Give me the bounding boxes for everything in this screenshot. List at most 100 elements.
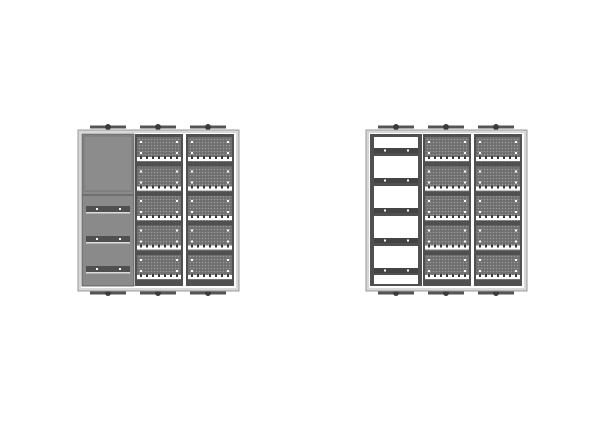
module-screw	[428, 229, 430, 232]
terminal	[140, 215, 142, 218]
terminal	[152, 185, 154, 189]
terminal	[170, 215, 172, 218]
terminal	[452, 156, 454, 159]
terminal	[170, 185, 172, 189]
rail-screw	[119, 208, 121, 210]
module-screw	[515, 141, 517, 143]
terminal	[191, 244, 193, 248]
terminal	[434, 215, 436, 218]
terminal	[428, 274, 430, 277]
terminal	[491, 156, 493, 159]
terminal	[458, 156, 460, 159]
terminal	[197, 185, 199, 189]
terminal	[170, 156, 172, 159]
module-screw	[428, 240, 430, 243]
module-screw	[176, 259, 178, 261]
terminal	[176, 156, 178, 159]
terminal	[140, 156, 142, 159]
module-screw	[479, 259, 481, 261]
rail-screw	[119, 268, 121, 270]
terminal	[452, 244, 454, 248]
module-screw	[428, 211, 430, 213]
module-screw	[176, 200, 178, 202]
rail-screw	[407, 269, 409, 272]
module-screw	[227, 152, 229, 154]
module-screw	[464, 152, 466, 154]
terminal	[509, 185, 511, 189]
module-screw	[227, 259, 229, 261]
terminal	[176, 215, 178, 218]
terminal	[146, 274, 148, 277]
terminal	[152, 215, 154, 218]
terminal	[491, 215, 493, 218]
module-screw	[428, 270, 430, 272]
terminal	[446, 185, 448, 189]
terminal	[515, 156, 517, 159]
rail-screw	[384, 239, 386, 242]
terminal	[209, 215, 211, 218]
terminal	[227, 185, 229, 189]
module-screw	[479, 170, 481, 173]
terminal	[434, 244, 436, 248]
terminal	[158, 215, 160, 218]
terminal	[221, 156, 223, 159]
module-screw	[428, 141, 430, 143]
terminal	[446, 215, 448, 218]
cable-entry-knob-top	[105, 124, 111, 130]
terminal	[452, 215, 454, 218]
terminal	[140, 274, 142, 277]
module-screw	[191, 200, 193, 202]
din-rail	[374, 268, 418, 273]
terminal	[191, 185, 193, 189]
terminal	[497, 244, 499, 248]
rail-screw	[96, 268, 98, 270]
terminal	[428, 244, 430, 248]
module-screw	[515, 229, 517, 232]
module-screw	[464, 200, 466, 202]
module-screw	[140, 259, 142, 261]
module-screw	[140, 200, 142, 202]
module-screw	[140, 170, 142, 173]
terminal	[515, 215, 517, 218]
module-screw	[464, 170, 466, 173]
cable-entry-knob-top	[493, 124, 499, 130]
terminal	[515, 274, 517, 277]
module-screw	[515, 170, 517, 173]
rail-screw	[96, 238, 98, 240]
terminal	[215, 156, 217, 159]
module-screw	[227, 181, 229, 184]
module-screw	[479, 152, 481, 154]
terminal	[509, 215, 511, 218]
terminal	[158, 156, 160, 159]
din-rail-edge	[86, 272, 130, 274]
terminal	[509, 274, 511, 277]
rail-screw	[407, 179, 409, 182]
module-screw	[191, 170, 193, 173]
terminal	[479, 185, 481, 189]
module-screw	[479, 270, 481, 272]
terminal	[509, 156, 511, 159]
terminal	[197, 274, 199, 277]
terminal	[434, 185, 436, 189]
mounting-slot	[374, 246, 418, 268]
terminal	[203, 215, 205, 218]
terminal	[227, 244, 229, 248]
terminal	[479, 215, 481, 218]
module-screw	[176, 152, 178, 154]
terminal	[152, 274, 154, 277]
din-rail	[374, 178, 418, 183]
terminal	[485, 185, 487, 189]
module-screw	[464, 240, 466, 243]
terminal	[497, 215, 499, 218]
terminal	[197, 156, 199, 159]
terminal	[203, 244, 205, 248]
module-screw	[227, 200, 229, 202]
terminal	[515, 185, 517, 189]
terminal	[221, 274, 223, 277]
module-screw	[479, 141, 481, 143]
terminal	[515, 244, 517, 248]
module-screw	[176, 181, 178, 184]
terminal	[170, 274, 172, 277]
din-rail	[374, 238, 418, 243]
terminal	[491, 274, 493, 277]
